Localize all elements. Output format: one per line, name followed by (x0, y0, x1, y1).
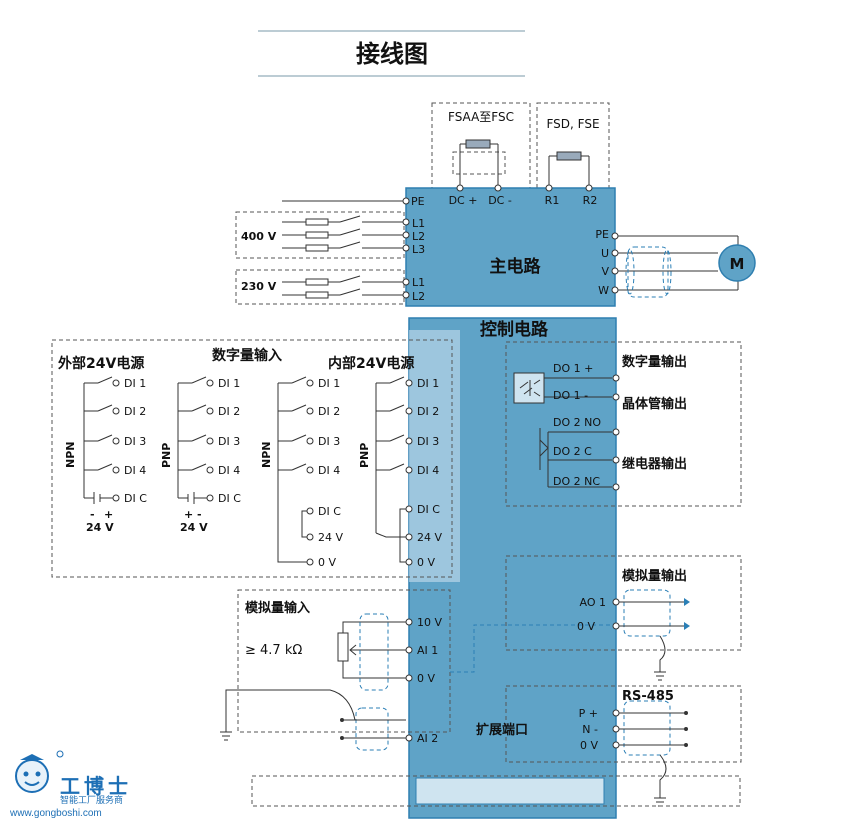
main-circuit-panel (405, 187, 616, 307)
v24-label-2: 24 V (180, 521, 208, 534)
terminal-do2-no: DO 2 NO (553, 416, 601, 429)
label-transistor-output: 晶体管输出 (622, 396, 687, 412)
v24-label-1: 24 V (86, 521, 114, 534)
dic-label-1: DI C (124, 492, 147, 505)
terminal-di2: DI 2 (417, 405, 439, 418)
label-npn-2: NPN (260, 442, 273, 468)
di3-label-1: DI 3 (124, 435, 146, 448)
label-rs485: RS-485 (622, 689, 674, 704)
di3-label-2: DI 3 (218, 435, 240, 448)
terminal-ao1: AO 1 (580, 596, 607, 609)
terminal-pe-out: PE (595, 228, 609, 241)
400v-lines (282, 215, 403, 252)
terminal-dc-plus: DC + (449, 194, 478, 207)
label-digital-input: 数字量输入 (212, 347, 282, 364)
label-ext-24v: 外部24V电源 (58, 355, 144, 372)
watermark-name: 工博士 (60, 774, 132, 798)
v24-label-3: 24 V (318, 531, 343, 544)
di1-label-2: DI 1 (218, 377, 240, 390)
terminal-p-plus: P + (579, 707, 598, 720)
terminal-do1-plus: DO 1 + (553, 362, 593, 375)
optocoupler-icon (513, 372, 545, 404)
di1-label-3: DI 1 (318, 377, 340, 390)
terminal-r1: R1 (545, 194, 560, 207)
motor-icon (718, 244, 756, 282)
terminal-w: W (598, 284, 609, 297)
di2-label-2: DI 2 (218, 405, 240, 418)
terminal-ao-0v: 0 V (577, 620, 595, 633)
di2-label-3: DI 2 (318, 405, 340, 418)
label-relay-output: 继电器输出 (622, 456, 687, 472)
di-group-ext-pnp (177, 376, 214, 504)
di-group-int-npn (277, 376, 314, 566)
terminal-dic: DI C (417, 503, 440, 516)
plus-sign-1: + (104, 508, 113, 521)
terminal-di4: DI 4 (417, 464, 439, 477)
terminal-ai-0v: 0 V (417, 672, 435, 685)
di1-label-1: DI 1 (124, 377, 146, 390)
minus-sign-1: - (90, 508, 95, 521)
label-digital-output: 数字量输出 (622, 354, 687, 370)
watermark-mascot-icon (15, 750, 64, 793)
di2-label-1: DI 2 (124, 405, 146, 418)
terminal-l2: L2 (412, 230, 425, 243)
label-pnp-1: PNP (160, 443, 173, 468)
terminal-pe-in: PE (411, 195, 425, 208)
label-pnp-2: PNP (358, 443, 371, 468)
terminal-v: V (601, 265, 609, 278)
label-int-24v: 内部24V电源 (328, 355, 414, 372)
v0-label-3: 0 V (318, 556, 336, 569)
terminal-r2: R2 (583, 194, 598, 207)
label-analog-input: 模拟量输入 (245, 600, 310, 616)
di3-label-3: DI 3 (318, 435, 340, 448)
main-circuit-label: 主电路 (490, 256, 542, 277)
plus-minus-sign-2: + - (184, 508, 202, 521)
dic-label-2: DI C (218, 492, 241, 505)
230v-lines (282, 275, 403, 299)
terminal-l1: L1 (412, 217, 425, 230)
di4-label-1: DI 4 (124, 464, 146, 477)
terminal-do2-c: DO 2 C (553, 445, 592, 458)
control-circuit-label: 控制电路 (480, 319, 549, 340)
terminal-0v: 0 V (417, 556, 435, 569)
terminal-dc-minus: DC - (488, 194, 512, 207)
terminal-di1: DI 1 (417, 377, 439, 390)
relay-contacts (539, 428, 612, 488)
label-400v: 400 V (241, 230, 277, 243)
terminal-l3: L3 (412, 243, 425, 256)
label-fsaa-fsc: FSAA至FSC (448, 110, 514, 124)
terminal-di3: DI 3 (417, 435, 439, 448)
terminal-ai2: AI 2 (417, 732, 438, 745)
terminal-10v: 10 V (417, 616, 442, 629)
label-230v: 230 V (241, 280, 277, 293)
terminal-do1-minus: DO 1 - (553, 389, 588, 402)
watermark-url: www.gongboshi.com (10, 808, 102, 819)
di4-label-2: DI 4 (218, 464, 240, 477)
terminal-do2-nc: DO 2 NC (553, 475, 600, 488)
watermark-subtitle: 智能工厂服务商 (60, 796, 124, 806)
di4-label-3: DI 4 (318, 464, 340, 477)
terminal-l2b: L2 (412, 290, 425, 303)
di-group-int-pnp (375, 376, 406, 563)
motor-label: M (730, 255, 745, 273)
terminal-n-minus: N - (582, 723, 598, 736)
label-npn-1: NPN (64, 442, 77, 468)
potentiometer-icon (337, 632, 349, 662)
terminal-l1b: L1 (412, 276, 425, 289)
label-resistance: ≥ 4.7 kΩ (245, 643, 302, 658)
terminal-rs485-0v: 0 V (580, 739, 598, 752)
di-group-ext-npn (83, 376, 120, 504)
label-expansion-port: 扩展端口 (476, 722, 528, 738)
page-title: 接线图 (356, 40, 428, 68)
label-fsd-fse: FSD, FSE (546, 117, 599, 131)
label-analog-output: 模拟量输出 (622, 568, 687, 584)
dic-label-3: DI C (318, 505, 341, 518)
terminal-24v: 24 V (417, 531, 442, 544)
terminal-ai1: AI 1 (417, 644, 438, 657)
terminal-u: U (601, 247, 609, 260)
